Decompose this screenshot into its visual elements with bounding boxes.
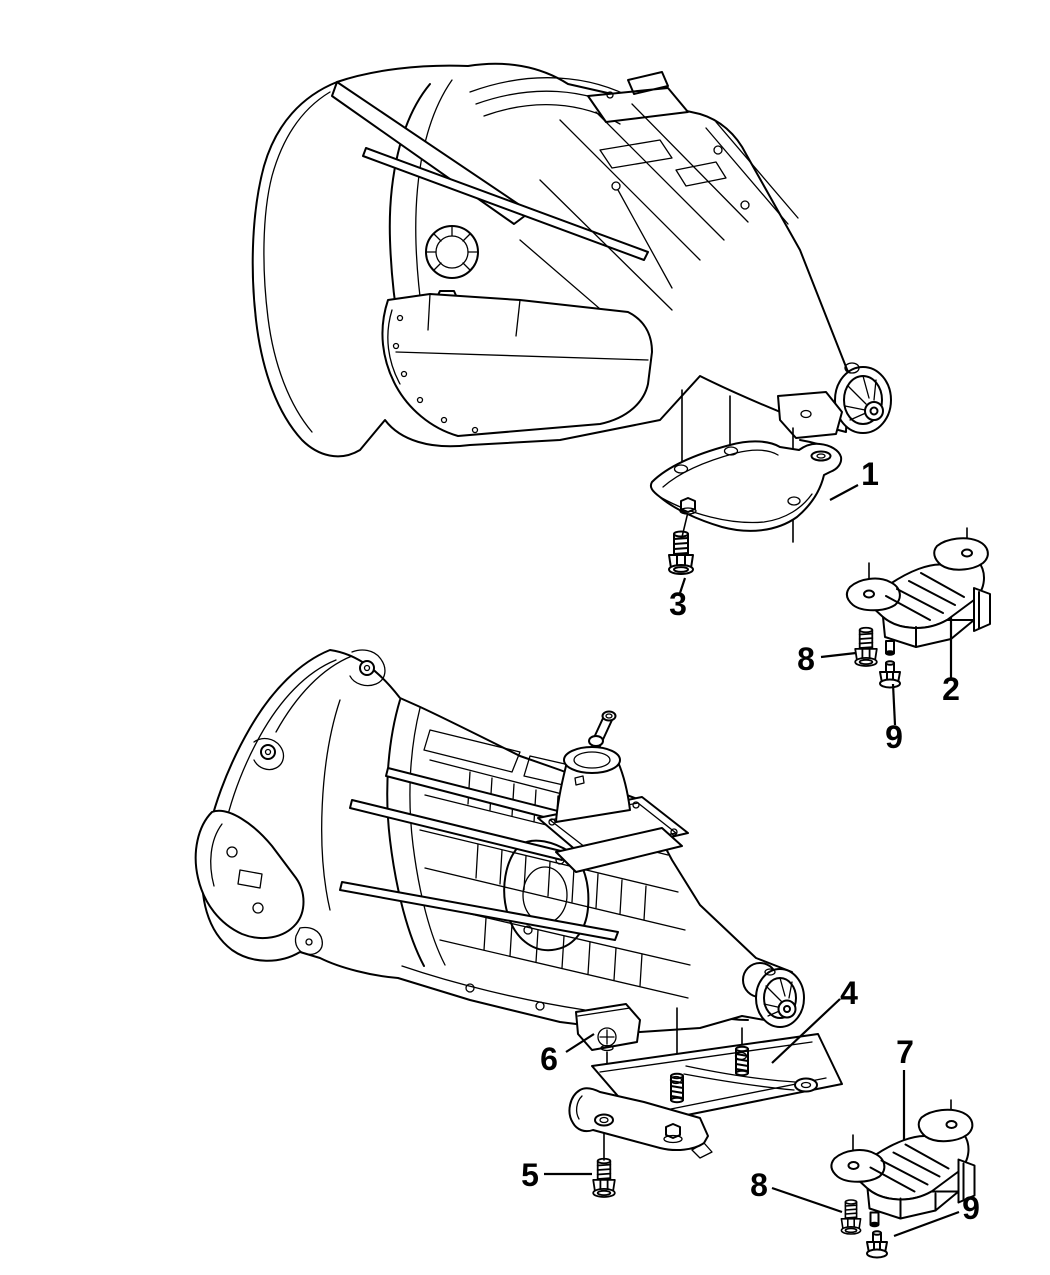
- callout-leader-3-upper-bolt: [678, 577, 687, 594]
- bolt-part-8-upper: [854, 626, 878, 667]
- support-bracket-lower: [568, 1087, 713, 1159]
- nut-part-9-lower: [866, 1230, 888, 1259]
- bolt-part-3: [668, 530, 694, 575]
- automatic-transmission-illustration: [251, 62, 892, 465]
- callout-leader-8-upper-bolt: [820, 651, 857, 659]
- manual-transmission-illustration: [194, 649, 805, 1052]
- callout-label-7-lower-mount: 7: [896, 1034, 914, 1070]
- mount-bracket-part-6: [575, 1003, 641, 1052]
- callout-leader-4-lower-insulator: [771, 998, 841, 1064]
- callout-label-4-lower-insulator: 4: [840, 975, 858, 1011]
- callout-label-8-upper-bolt: 8: [797, 641, 815, 677]
- lower-diagram: [194, 649, 976, 1259]
- bolt-part-5: [592, 1157, 616, 1198]
- callout-leader-9-lower-nut: [893, 1210, 960, 1238]
- callout-label-8-lower-bolt: 8: [750, 1167, 768, 1203]
- nut-part-9-upper: [879, 660, 901, 689]
- callout-label-3-upper-bolt: 3: [669, 586, 687, 622]
- callout-leader-9-upper-nut: [891, 683, 897, 726]
- callout-label-2-upper-mount: 2: [942, 671, 960, 707]
- callout-layer: 1 3 8 2 9 6 4 5 7 8 9: [521, 456, 980, 1238]
- callout-label-9-upper-nut: 9: [885, 719, 903, 755]
- upper-diagram: [251, 62, 991, 689]
- callout-leader-6-lower-bracket: [565, 1033, 595, 1053]
- callout-leader-1-upper-bracket: [829, 484, 859, 501]
- crossmember-bracket-part-1: [649, 440, 843, 532]
- callout-label-6-lower-bracket: 6: [540, 1041, 558, 1077]
- callout-leader-8-lower-bolt: [771, 1186, 843, 1214]
- transmission-mount-part-2: [845, 537, 991, 656]
- bolt-part-8-lower: [840, 1199, 862, 1235]
- callout-label-9-lower-nut: 9: [962, 1190, 980, 1226]
- callout-label-1-upper-bracket: 1: [861, 456, 879, 492]
- callout-label-5-lower-bolt: 5: [521, 1157, 539, 1193]
